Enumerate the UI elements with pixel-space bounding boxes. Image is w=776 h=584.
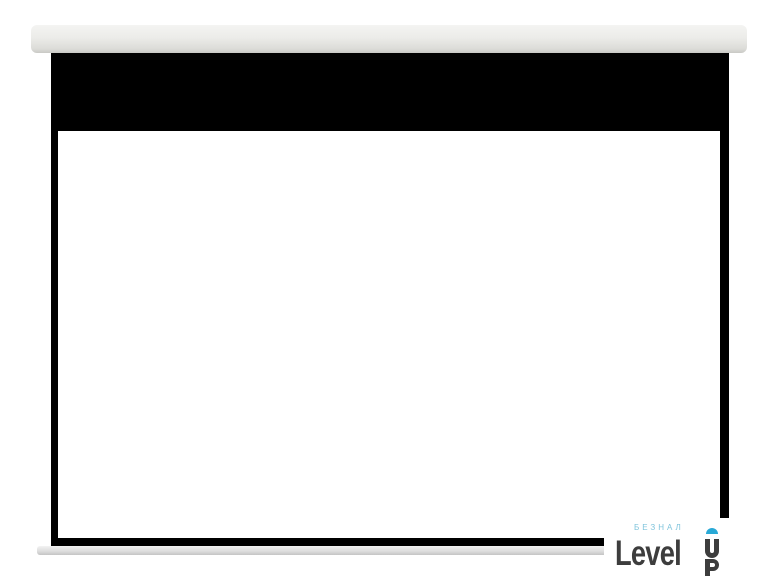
logo-up-mark-icon [705, 528, 719, 576]
brand-logo: БЕЗНАЛ Level [604, 518, 776, 584]
projection-surface [58, 131, 720, 538]
roller-housing [31, 25, 747, 53]
logo-wordmark: Level [615, 534, 682, 573]
bottom-weight-bar [37, 546, 727, 555]
logo-subtitle: БЕЗНАЛ [634, 523, 684, 532]
